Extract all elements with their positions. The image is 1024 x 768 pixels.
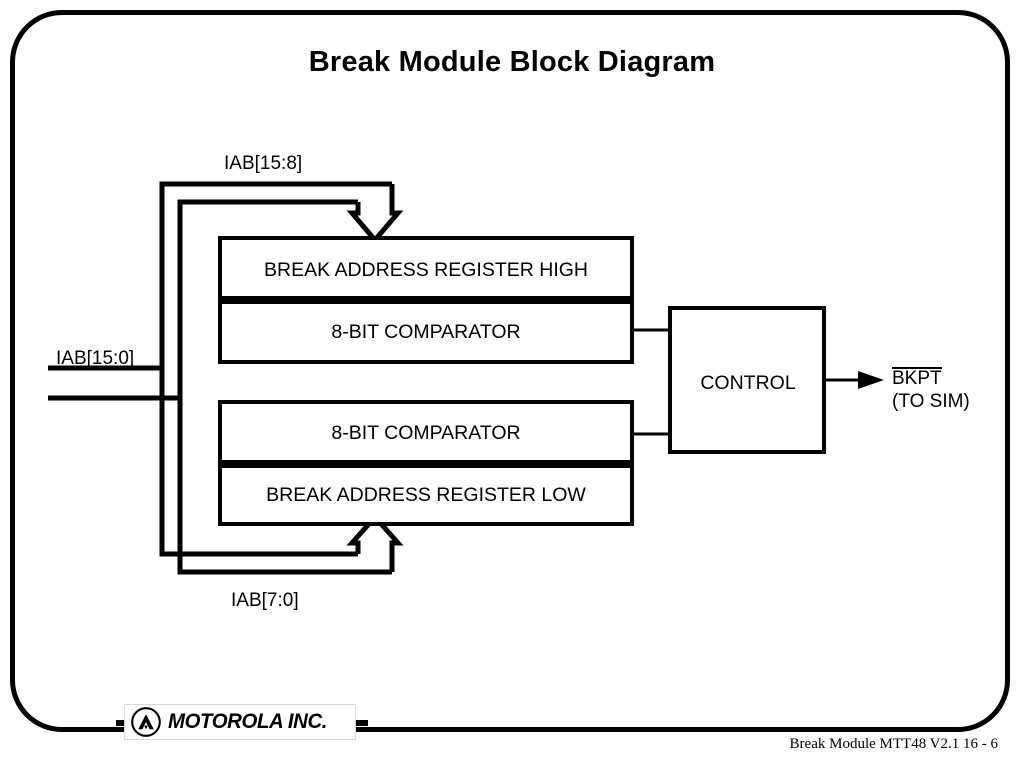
block-label-break-address-register-high: BREAK ADDRESS REGISTER HIGH: [264, 259, 588, 281]
output-signal-label: BKPT (TO SIM): [892, 367, 970, 414]
block-break-address-register-low: [218, 464, 634, 526]
slide-footer: Break Module MTT48 V2.1 16 - 6: [789, 736, 998, 752]
bkpt-arrowhead-icon: [858, 371, 884, 389]
block-label-comparator-high: 8-BIT COMPARATOR: [331, 321, 521, 343]
block-break-address-register-high: [218, 236, 634, 300]
block-comparator-low: [218, 400, 634, 464]
bus-label-iab-15-0: IAB[15:0]: [56, 348, 135, 369]
bus-low-outer-path: [177, 398, 392, 575]
block-label-comparator-low: 8-BIT COMPARATOR: [331, 422, 521, 444]
block-label-break-address-register-low: BREAK ADDRESS REGISTER LOW: [266, 484, 586, 506]
bus-high-outer-path: [159, 181, 392, 368]
bkpt-signal-name: BKPT: [892, 367, 942, 389]
bkpt-destination: (TO SIM): [892, 391, 970, 413]
motorola-logo-text: MOTOROLA INC.: [168, 710, 328, 733]
bus-label-iab-15-8: IAB[15:8]: [224, 153, 303, 174]
block-control: [668, 306, 826, 454]
block-comparator-high: [218, 300, 634, 364]
logo-rule-right: [348, 720, 368, 726]
block-label-control: CONTROL: [700, 372, 796, 394]
motorola-logo: MOTOROLA INC.: [124, 704, 356, 740]
bus-label-iab-7-0: IAB[7:0]: [231, 590, 299, 611]
bus-low-inner-path: [159, 368, 358, 557]
page-title: Break Module Block Diagram: [308, 46, 716, 78]
bus-high-inner-path: [177, 199, 358, 398]
motorola-batwing-icon: [131, 707, 161, 737]
slide-border-frame: [10, 10, 1010, 732]
bus-high-arrowhead-outline: [346, 184, 404, 244]
